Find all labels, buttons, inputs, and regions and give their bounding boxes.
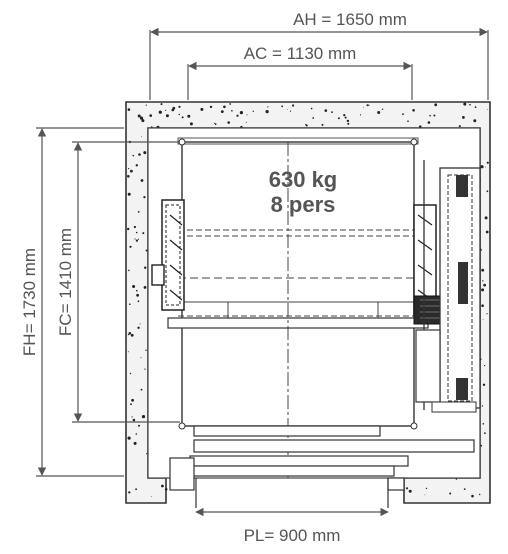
left-guide-rail [151,199,185,311]
dimension-lines [36,27,489,517]
shaft-depth-label: FH= 1730 mm [20,248,39,356]
door-width-label: PL= 900 mm [244,526,341,545]
capacity-persons: 8 pers [271,192,336,217]
car-depth-label: FC= 1410 mm [56,228,75,336]
elevator-car [167,137,429,480]
car-width-label: AC = 1130 mm [244,44,357,63]
landing-door [169,425,475,508]
counterweight [415,160,481,413]
shaft-width-label: AH = 1650 mm [293,10,407,29]
capacity-load: 630 kg [269,167,338,192]
concrete-speckles [127,102,489,498]
